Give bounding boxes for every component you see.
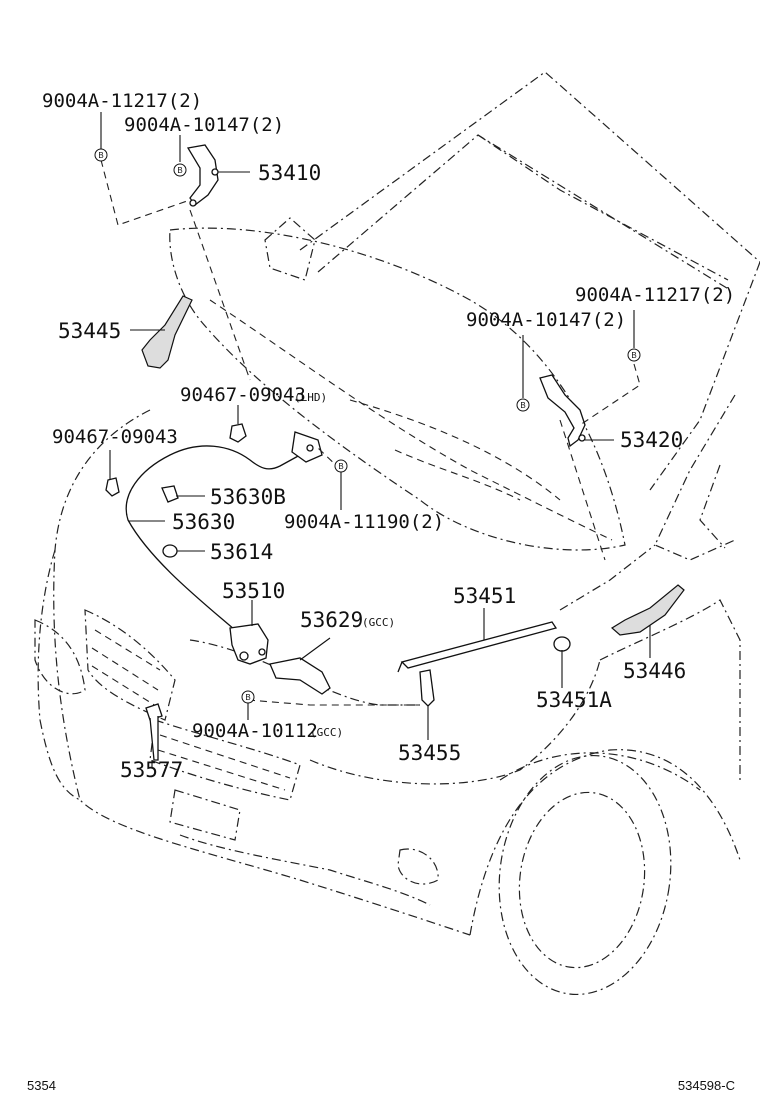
part-label-9004a-11217-right: 9004A-11217(2) — [575, 284, 735, 306]
svg-text:B: B — [177, 166, 182, 175]
svg-text:B: B — [520, 401, 525, 410]
part-label-53420: 53420 — [620, 428, 683, 452]
seal-53445-shape — [141, 295, 193, 369]
part-label-53445: 53445 — [58, 319, 121, 343]
bolt-marker: B — [334, 459, 348, 473]
part-label-53630: 53630 — [172, 510, 235, 534]
bolt-marker: B — [94, 148, 108, 162]
part-label-53629: 53629 — [300, 608, 363, 632]
hood-hinge-left-shape — [186, 144, 219, 206]
svg-text:B: B — [338, 462, 343, 471]
leader-lines — [100, 112, 651, 768]
part-label-90467-09043-lhd: 90467-09043 — [180, 384, 306, 406]
part-label-9004a-11190: 9004A-11190(2) — [284, 511, 444, 533]
parts-shapes — [105, 144, 685, 761]
part-labels: 9004A-11217(2) 9004A-10147(2) 53410 5344… — [42, 90, 735, 782]
part-label-53451a: 53451A — [536, 688, 612, 712]
hood-hinge-right-shape — [539, 374, 586, 448]
bolt-marker: B — [173, 163, 187, 177]
svg-text:B: B — [631, 351, 636, 360]
part-label-53455: 53455 — [398, 741, 461, 765]
bolt-marker: B — [516, 398, 530, 412]
part-label-9004a-10112: 9004A-10112 — [192, 720, 318, 742]
part-note-lhd: (LHD) — [294, 391, 327, 404]
part-label-53614: 53614 — [210, 540, 273, 564]
part-label-53410: 53410 — [258, 161, 321, 185]
part-note-gcc: (GCC) — [362, 616, 395, 629]
seal-53446-shape — [610, 584, 685, 636]
part-label-90467-09043: 90467-09043 — [52, 426, 178, 448]
hood-latch-shape — [229, 623, 269, 665]
part-note-gcc-2: (GCC) — [310, 726, 343, 739]
vehicle-outline — [34, 71, 760, 996]
part-label-53577: 53577 — [120, 758, 183, 782]
footer-section-code: 5354 — [27, 1078, 56, 1093]
part-label-53510: 53510 — [222, 579, 285, 603]
bolt-marker: B — [241, 690, 255, 704]
svg-text:B: B — [98, 151, 103, 160]
part-label-9004a-10147-right: 9004A-10147(2) — [466, 309, 626, 331]
part-label-9004a-10147-left: 9004A-10147(2) — [124, 114, 284, 136]
footer-illustration-code: 534598-C — [678, 1078, 735, 1093]
part-label-53446: 53446 — [623, 659, 686, 683]
part-label-53451: 53451 — [453, 584, 516, 608]
bolt-marker: B — [627, 348, 641, 362]
part-label-9004a-11217-left: 9004A-11217(2) — [42, 90, 202, 112]
hood-support-rod-shape — [400, 621, 558, 669]
bolt-markers: B B B B B B — [94, 148, 641, 704]
svg-text:B: B — [245, 693, 250, 702]
release-cable-shape — [125, 445, 301, 631]
part-label-53630b: 53630B — [210, 485, 286, 509]
